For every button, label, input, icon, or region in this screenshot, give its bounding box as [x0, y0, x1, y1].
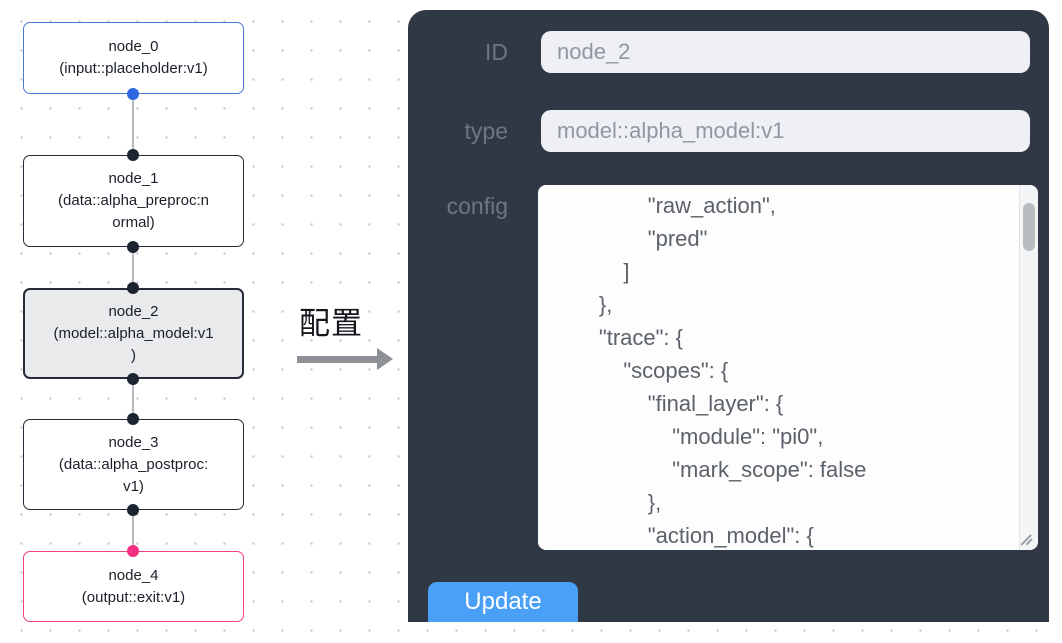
handle-node3-output[interactable]: [127, 504, 139, 516]
type-input[interactable]: [541, 110, 1030, 152]
node-title: node_1: [108, 170, 159, 187]
config-annotation-label: 配置: [299, 306, 363, 341]
flow-node-node_3[interactable]: node_3 (data::alpha_postproc: v1): [23, 419, 244, 510]
handle-node4-input[interactable]: [127, 545, 139, 557]
arrow-right-icon: [297, 348, 393, 370]
node-subtitle: (data::alpha_preproc:n ormal): [58, 192, 209, 231]
handle-node2-output[interactable]: [127, 373, 139, 385]
flow-node-node_2-selected[interactable]: node_2 (model::alpha_model:v1 ): [23, 288, 244, 379]
node-subtitle: (input::placeholder:v1): [59, 60, 208, 77]
node-title: node_0: [108, 38, 159, 55]
flow-node-node_0[interactable]: node_0 (input::placeholder:v1): [23, 22, 244, 94]
node-title: node_3: [108, 433, 159, 451]
node-subtitle: (model::alpha_model:v1 ): [53, 324, 214, 364]
handle-node1-input[interactable]: [127, 149, 139, 161]
handle-node1-output[interactable]: [127, 241, 139, 253]
config-scrollbar[interactable]: [1019, 185, 1038, 550]
edge-node0-node1: [132, 94, 134, 156]
edge-node2-node3: [132, 379, 134, 420]
scrollbar-thumb[interactable]: [1023, 203, 1035, 251]
config-textarea[interactable]: "raw_action", "pred" ] }, "trace": { "sc…: [538, 185, 1038, 550]
flow-node-node_1[interactable]: node_1 (data::alpha_preproc:n ormal): [23, 155, 244, 247]
type-field-label: type: [464, 117, 508, 144]
resize-handle-icon[interactable]: [1019, 531, 1034, 546]
id-input[interactable]: [541, 31, 1030, 73]
node-subtitle: (data::alpha_postproc: v1): [58, 455, 209, 495]
node-title: node_2: [108, 302, 159, 320]
flow-node-node_4[interactable]: node_4 (output::exit:v1): [23, 551, 244, 622]
update-button[interactable]: Update: [428, 582, 578, 622]
node-subtitle: (output::exit:v1): [81, 588, 186, 606]
edge-node3-node4: [132, 510, 134, 552]
config-field-label: config: [446, 193, 508, 219]
handle-node0-output[interactable]: [127, 88, 139, 100]
id-field-label: ID: [485, 38, 508, 65]
handle-node2-input[interactable]: [127, 282, 139, 294]
handle-node3-input[interactable]: [127, 413, 139, 425]
node-config-panel: ID type config "raw_action", "pred" ] },…: [408, 10, 1049, 622]
config-json-text[interactable]: "raw_action", "pred" ] }, "trace": { "sc…: [598, 193, 867, 548]
edge-node1-node2: [132, 247, 134, 289]
node-title: node_4: [108, 566, 159, 584]
